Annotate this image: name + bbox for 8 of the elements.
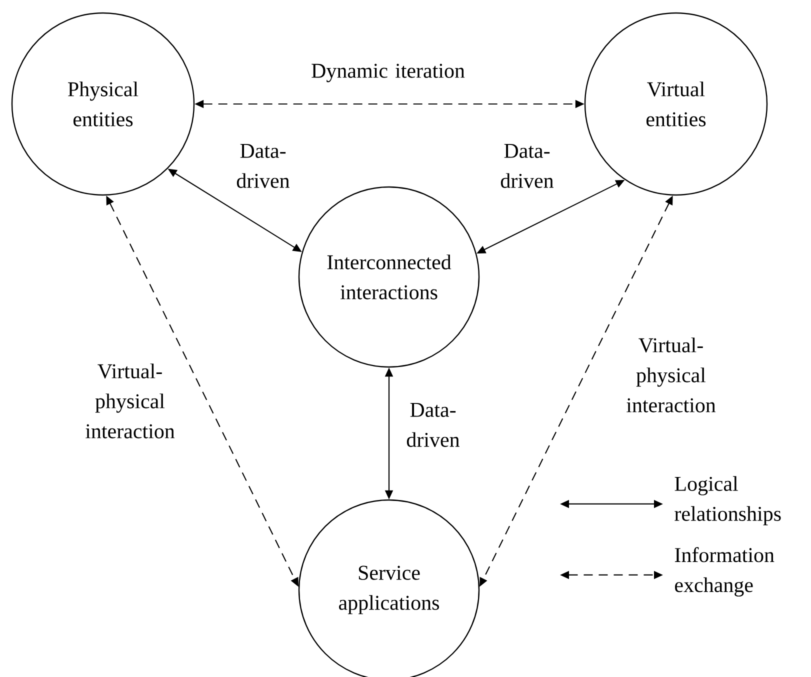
- edge-label: Virtual- physical interaction: [86, 364, 175, 438]
- edge-label: Data- driven: [406, 403, 460, 447]
- edge-label: Data- driven: [500, 144, 554, 188]
- edge-label: Dynamic iteration: [312, 64, 465, 82]
- edge-label: Virtual- physical interaction: [626, 338, 716, 412]
- legend-text: Logical relationships: [674, 476, 781, 526]
- legend-text: Information exchange: [674, 547, 774, 596]
- edge-label: Data- driven: [236, 144, 290, 188]
